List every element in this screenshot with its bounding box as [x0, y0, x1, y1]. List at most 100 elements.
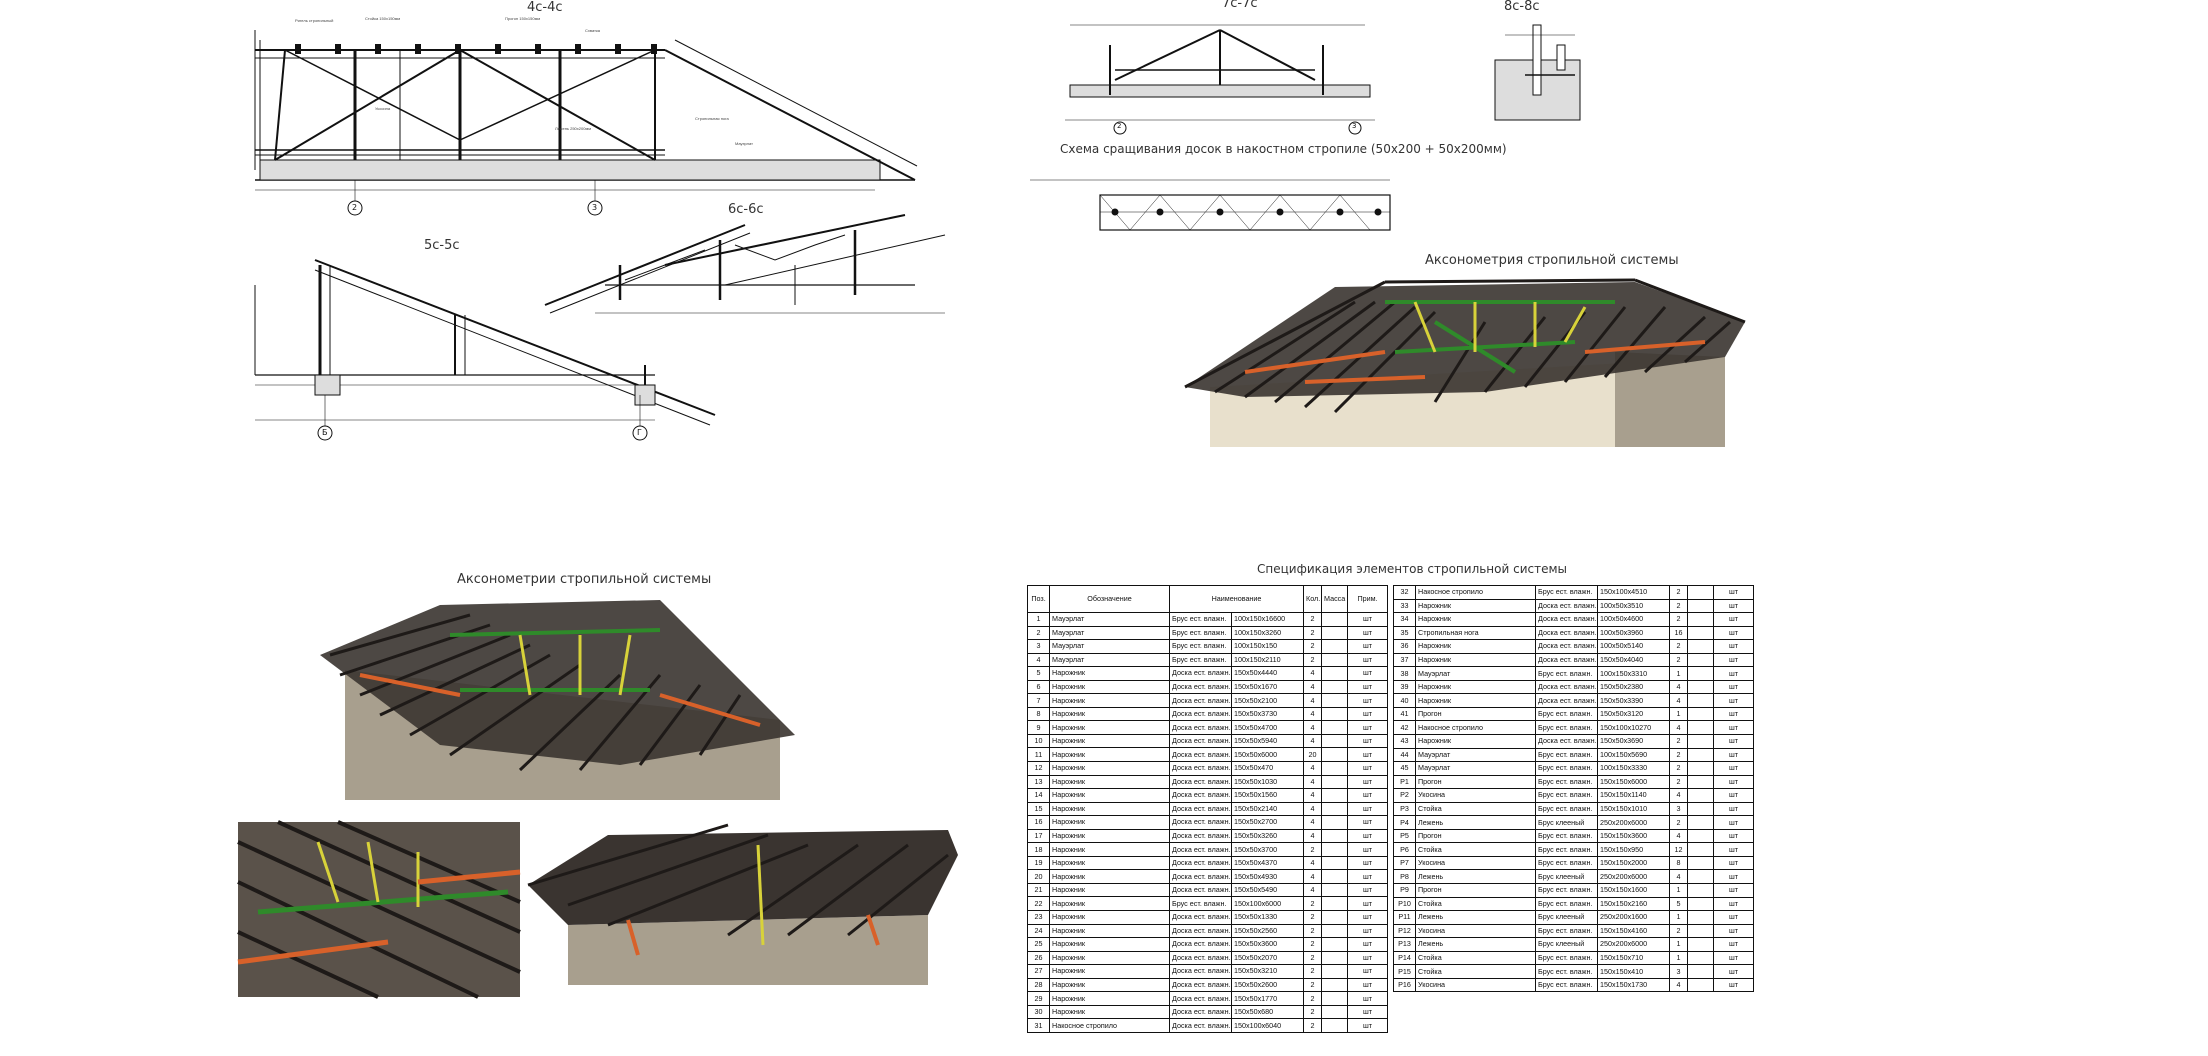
pos-cell: 18: [1027, 842, 1050, 857]
pos-cell: 2: [1027, 625, 1050, 641]
section-7c-title: 7с-7с: [1222, 0, 1258, 11]
qty-cell: 4: [1303, 733, 1323, 749]
note-cell: шт: [1347, 882, 1389, 898]
designation-cell: Нарожник: [1049, 747, 1170, 762]
qty-cell: 4: [1669, 788, 1688, 803]
note-cell: шт: [1713, 896, 1754, 912]
axis-label-2-b: 2: [1117, 122, 1122, 130]
size-cell: 250х200х1600: [1597, 910, 1670, 925]
note-cell: шт: [1347, 950, 1389, 966]
pos-cell: 41: [1393, 706, 1416, 722]
svg-text:Схватка: Схватка: [585, 28, 601, 33]
note-cell: шт: [1713, 585, 1754, 600]
note-cell: шт: [1347, 1004, 1389, 1020]
designation-cell: Нарожник: [1415, 679, 1536, 695]
size-cell: 150х50х2100: [1230, 693, 1305, 708]
designation-cell: Укосина: [1415, 855, 1536, 871]
material-cell: Доска ест. влажн.: [1169, 950, 1232, 966]
material-cell: Брус ест. влажн.: [1535, 828, 1598, 844]
size-cell: 150х50х1770: [1230, 991, 1305, 1006]
material-cell: Брус клееный: [1535, 815, 1598, 830]
mass-cell: [1687, 801, 1714, 817]
size-cell: 100х50х4600: [1597, 612, 1670, 627]
size-cell: 150х50х1560: [1230, 788, 1305, 803]
pos-cell: 19: [1027, 855, 1050, 871]
note-cell: шт: [1713, 801, 1754, 817]
svg-text:Стойка 150х150мм: Стойка 150х150мм: [365, 16, 400, 21]
designation-cell: Прогон: [1415, 883, 1536, 898]
qty-cell: 4: [1303, 815, 1323, 830]
size-cell: 150х50х680: [1230, 1004, 1305, 1020]
size-cell: 150х50х3690: [1597, 734, 1670, 749]
pos-cell: Р8: [1393, 869, 1416, 885]
pos-cell: 28: [1027, 977, 1050, 993]
designation-cell: Нарожник: [1049, 828, 1170, 844]
size-cell: 150х50х2070: [1230, 950, 1305, 966]
material-cell: Доска ест. влажн.: [1169, 774, 1232, 790]
mass-cell: [1321, 706, 1349, 722]
pos-cell: Р10: [1393, 896, 1416, 912]
mass-cell: [1321, 923, 1349, 939]
material-cell: Доска ест. влажн.: [1169, 869, 1232, 884]
material-cell: Брус клееный: [1535, 910, 1598, 925]
qty-cell: 4: [1303, 855, 1323, 871]
mass-cell: [1321, 625, 1349, 641]
note-cell: шт: [1713, 761, 1754, 776]
mass-cell: [1687, 747, 1714, 763]
designation-cell: Нарожник: [1049, 977, 1170, 993]
mass-cell: [1321, 652, 1349, 668]
material-cell: Доска ест. влажн.: [1169, 991, 1232, 1006]
pos-cell: 33: [1393, 598, 1416, 614]
qty-cell: 1: [1669, 883, 1688, 898]
mass-cell: [1321, 1004, 1349, 1020]
size-cell: 150х50х3700: [1230, 842, 1305, 857]
qty-cell: 2: [1669, 612, 1688, 627]
designation-cell: Укосина: [1415, 788, 1536, 803]
designation-cell: Нарожник: [1415, 693, 1536, 708]
mass-cell: [1321, 639, 1349, 654]
material-cell: Брус ест. влажн.: [1535, 761, 1598, 776]
mass-cell: [1321, 612, 1349, 627]
mass-cell: [1687, 869, 1714, 885]
mass-cell: [1687, 883, 1714, 898]
pos-cell: Р3: [1393, 801, 1416, 817]
designation-cell: Нарожник: [1049, 788, 1170, 803]
note-cell: шт: [1713, 706, 1754, 722]
note-cell: шт: [1713, 964, 1754, 979]
mass-cell: [1687, 639, 1714, 654]
size-cell: 100х50х3960: [1597, 625, 1670, 641]
designation-cell: Нарожник: [1049, 815, 1170, 830]
axis-label-3-a: 3: [592, 203, 598, 212]
mass-cell: [1321, 842, 1349, 857]
note-cell: шт: [1347, 747, 1389, 762]
qty-cell: 4: [1303, 679, 1323, 695]
qty-cell: 4: [1303, 869, 1323, 884]
qty-cell: 1: [1669, 910, 1688, 925]
material-cell: Брус ест. влажн.: [1535, 585, 1598, 600]
mass-cell: [1321, 679, 1349, 695]
pos-cell: 40: [1393, 693, 1416, 708]
qty-cell: 2: [1303, 1004, 1323, 1020]
designation-cell: Нарожник: [1415, 598, 1536, 614]
section-6c-drawing: [544, 214, 946, 314]
qty-cell: 2: [1303, 964, 1323, 979]
mass-cell: [1687, 693, 1714, 708]
size-cell: 150х150х4160: [1597, 923, 1670, 939]
material-cell: Брус клееный: [1535, 869, 1598, 885]
pos-cell: Р13: [1393, 937, 1416, 952]
mass-cell: [1321, 937, 1349, 952]
mass-cell: [1321, 1018, 1349, 1033]
qty-cell: 2: [1669, 652, 1688, 668]
note-cell: шт: [1347, 842, 1389, 857]
material-cell: Доска ест. влажн.: [1169, 855, 1232, 871]
material-cell: Доска ест. влажн.: [1169, 720, 1232, 735]
material-cell: Брус ест. влажн.: [1535, 720, 1598, 735]
qty-cell: 2: [1303, 977, 1323, 993]
